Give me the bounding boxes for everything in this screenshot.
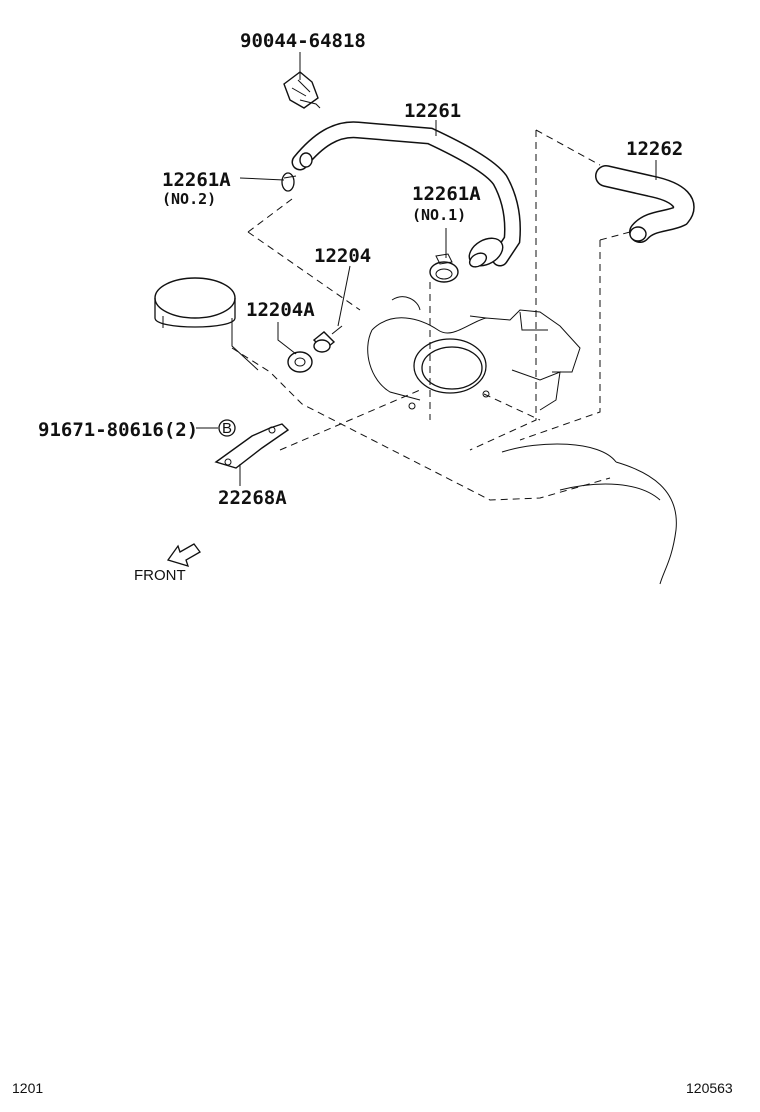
- part-labels: 90044-64818 12261 12261A (NO.2) 12262 12…: [38, 30, 683, 509]
- bolt-ref-marker: B: [218, 419, 236, 437]
- front-label: FRONT: [134, 567, 186, 584]
- clamp-no2: [281, 172, 297, 192]
- label-clamp-no1: 12261A: [412, 183, 481, 205]
- front-arrow-icon: FRONT: [134, 543, 201, 584]
- hose-12261: [291, 121, 521, 268]
- hose-12262: [595, 165, 695, 243]
- label-bolt: 91671-80616(2): [38, 419, 198, 441]
- label-clip: 90044-64818: [240, 30, 366, 52]
- label-hose-12262: 12262: [626, 138, 683, 160]
- air-cleaner-cap: [154, 277, 259, 371]
- clip-part: [283, 71, 321, 109]
- label-clamp-no2: 12261A: [162, 169, 231, 191]
- grommet: [287, 351, 313, 373]
- label-clamp-no1-note: (NO.1): [412, 206, 466, 224]
- bolt-ref-letter: B: [222, 420, 232, 437]
- label-hose-12261: 12261: [404, 100, 461, 122]
- label-pcv-valve: 12204: [314, 245, 371, 267]
- pcv-valve: [312, 325, 343, 353]
- clamp-no1: [429, 253, 459, 283]
- label-grommet: 12204A: [246, 299, 315, 321]
- engine-outline: [231, 129, 677, 585]
- label-bracket: 22268A: [218, 487, 287, 509]
- footer-left-code: 1201: [12, 1080, 44, 1096]
- leader-lines: [196, 52, 657, 486]
- label-clamp-no2-note: (NO.2): [162, 190, 216, 208]
- footer-right-code: 120563: [686, 1080, 733, 1096]
